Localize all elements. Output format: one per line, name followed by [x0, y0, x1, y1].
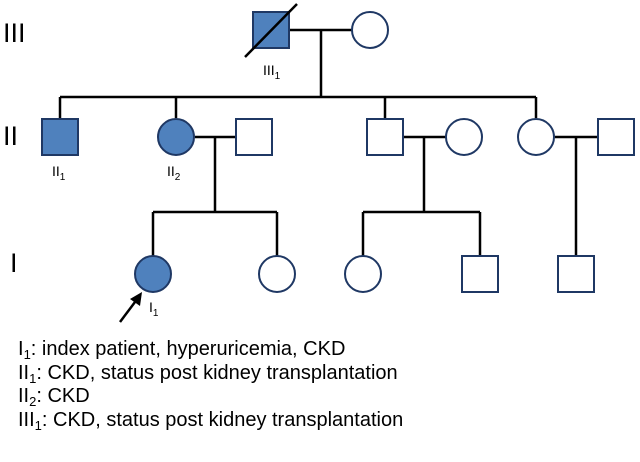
legend-line-ii1: II1: CKD, status post kidney transplanta…	[18, 361, 398, 386]
generation-label-i: I	[10, 248, 18, 278]
individual-i1	[134, 255, 172, 293]
individual-ii2	[157, 118, 195, 156]
individual-ii-son2	[366, 118, 404, 156]
label-ii1: II1	[52, 163, 66, 183]
individual-ii-daughter2	[517, 118, 555, 156]
generation-label-iii: III	[3, 18, 26, 48]
label-ii2: II2	[167, 163, 181, 183]
individual-ii-son2-spouse	[445, 118, 483, 156]
individual-iii-spouse	[351, 11, 389, 49]
label-iii1: III1	[263, 62, 281, 82]
individual-ii2-spouse	[235, 118, 273, 156]
individual-i-sibling	[258, 255, 296, 293]
legend-line-i1: I1: index patient, hyperuricemia, CKD	[18, 338, 346, 362]
label-i1: I1	[149, 299, 159, 319]
individual-ii-daughter2-spouse	[597, 118, 635, 156]
deceased-slash	[244, 3, 298, 58]
individual-i-child-a	[344, 255, 382, 293]
generation-label-ii: II	[3, 121, 18, 151]
legend: I1: index patient, hyperuricemia, CKD II…	[18, 338, 403, 432]
proband-arrow-icon	[119, 292, 142, 323]
individual-i-child-c	[557, 255, 595, 293]
legend-line-ii2: II2: CKD	[18, 385, 90, 409]
individual-ii1	[41, 118, 79, 156]
legend-line-iii1: III1: CKD, status post kidney transplant…	[18, 408, 404, 433]
individual-i-child-b	[461, 255, 499, 293]
pedigree-lines	[58, 28, 597, 256]
